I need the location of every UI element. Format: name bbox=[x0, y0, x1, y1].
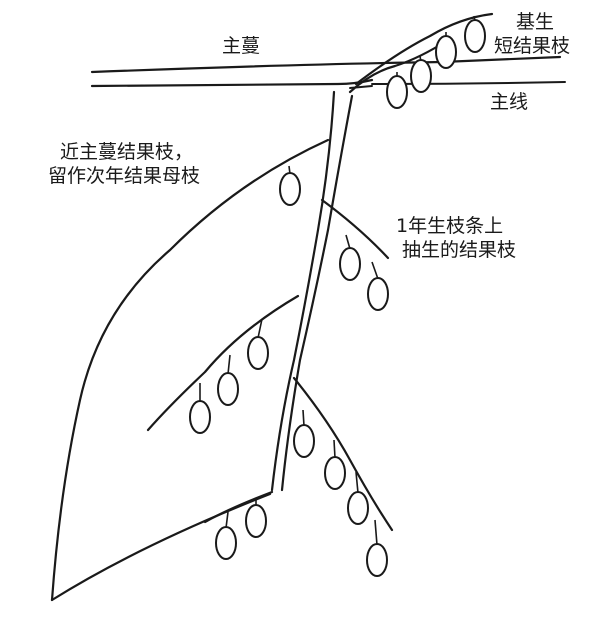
fruit bbox=[215, 526, 237, 560]
fruit bbox=[217, 372, 239, 406]
fruit bbox=[324, 456, 346, 490]
near-shoot-label-line1: 近主蔓结果枝， bbox=[60, 141, 194, 163]
fruit bbox=[293, 424, 315, 458]
fruit bbox=[189, 400, 211, 434]
fruit bbox=[366, 543, 388, 577]
near-shoot-label-line2: 留作次年结果母枝 bbox=[48, 165, 201, 187]
main-wire-label: 主线 bbox=[490, 91, 529, 113]
fruit bbox=[245, 504, 267, 538]
fruit bbox=[339, 247, 361, 281]
basal-label-line2: 短结果枝 bbox=[494, 35, 571, 57]
fruit bbox=[367, 277, 389, 311]
new-shoot-label-line1: 1年生枝条上 bbox=[396, 215, 504, 237]
basal-short-fruiting-shoot bbox=[348, 12, 494, 94]
main-wire bbox=[349, 81, 566, 89]
fruit bbox=[347, 491, 369, 525]
new-shoot-label-line2: 抽生的结果枝 bbox=[402, 239, 517, 261]
near-main-vine-fruiting-shoot bbox=[50, 138, 330, 602]
fruit bbox=[435, 35, 457, 69]
main-fruiting-cane bbox=[270, 90, 354, 492]
fruit bbox=[410, 59, 432, 93]
fruit bbox=[279, 172, 301, 206]
fruit bbox=[464, 19, 486, 53]
fruit bbox=[386, 75, 408, 109]
main-vine-label: 主蔓 bbox=[222, 35, 261, 57]
main-vine bbox=[90, 55, 562, 88]
fruits bbox=[189, 15, 486, 577]
fruit bbox=[247, 336, 269, 370]
basal-label-line1: 基生 bbox=[516, 11, 555, 33]
lateral-shoots bbox=[146, 198, 394, 532]
